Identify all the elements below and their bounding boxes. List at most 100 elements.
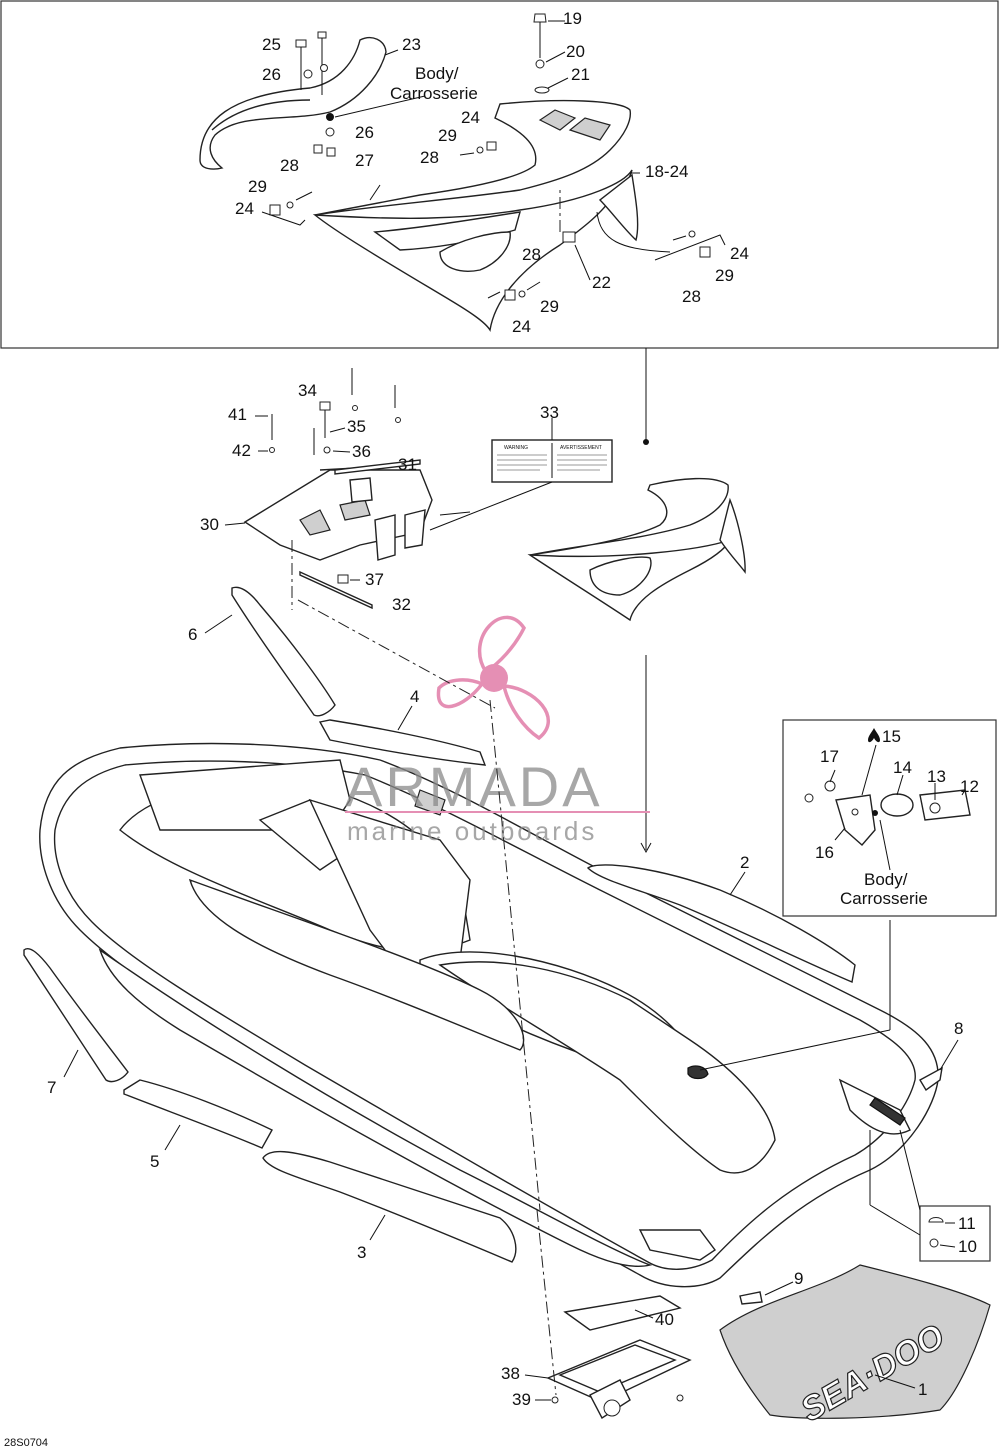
top-inset-frame xyxy=(0,0,999,349)
callout-9: 9 xyxy=(794,1269,803,1288)
callout-23: 23 xyxy=(402,35,421,54)
nut-37-icon xyxy=(337,574,349,584)
callout-6: 6 xyxy=(188,625,197,644)
part-32-strip xyxy=(299,570,373,610)
callout-28b: 28 xyxy=(420,148,439,167)
callout-21: 21 xyxy=(571,65,590,84)
callout-28c: 28 xyxy=(522,245,541,264)
part-8-decal xyxy=(919,1066,943,1092)
propeller-logo-icon xyxy=(436,615,551,741)
nut-22-icon xyxy=(562,231,576,243)
callout-7: 7 xyxy=(47,1078,56,1097)
callout-39: 39 xyxy=(512,1390,531,1409)
callout-20: 20 xyxy=(566,42,585,61)
callout-13: 13 xyxy=(927,767,946,786)
callout-24d: 24 xyxy=(730,244,749,263)
bolt-25-icon xyxy=(295,39,307,48)
callout-40: 40 xyxy=(655,1310,674,1329)
body-note-inset-line2: Carrosserie xyxy=(840,889,928,908)
callout-12: 12 xyxy=(960,777,979,796)
callout-29a: 29 xyxy=(248,177,267,196)
callout-22: 22 xyxy=(592,273,611,292)
part-4-pad xyxy=(318,719,487,766)
part-18-storage-cover xyxy=(312,99,639,332)
callout-36: 36 xyxy=(352,442,371,461)
callout-29b: 29 xyxy=(438,126,457,145)
callout-2: 2 xyxy=(740,853,749,872)
body-note-inset-line1: Body/ xyxy=(864,870,908,889)
part-40-seal xyxy=(563,1295,682,1331)
washer-20-icon xyxy=(535,59,545,69)
part-31-strip xyxy=(334,459,421,475)
part-38-footwell-tray xyxy=(546,1339,692,1420)
warning-heading-en: WARNING xyxy=(504,445,528,451)
callout-32: 32 xyxy=(392,595,411,614)
callout-17: 17 xyxy=(820,747,839,766)
deck-hull xyxy=(39,742,939,1288)
callout-41: 41 xyxy=(228,405,247,424)
callout-24b: 24 xyxy=(461,108,480,127)
callout-10: 10 xyxy=(958,1237,977,1256)
part-2-pad xyxy=(586,864,856,983)
warning-heading-fr: AVERTISSEMENT xyxy=(560,445,602,451)
body-attach-point-icon xyxy=(326,113,334,121)
callout-25: 25 xyxy=(262,35,281,54)
callout-5: 5 xyxy=(150,1152,159,1171)
part-33-warning-label: WARNING AVERTISSEMENT xyxy=(429,418,613,531)
watermark-tagline: marine outboards xyxy=(347,816,597,846)
part-6-pad xyxy=(231,586,336,717)
part-16-bracket xyxy=(835,794,876,846)
washer-26-icon xyxy=(303,69,313,79)
part-14-gasket xyxy=(880,793,914,817)
callout-11: 11 xyxy=(958,1214,976,1233)
part-13-pin xyxy=(929,802,941,814)
part-1-decal: SEA·DOO xyxy=(719,1264,991,1430)
callout-34: 34 xyxy=(298,381,317,400)
drawing-code: 28S0704 xyxy=(4,1437,48,1449)
part-30-storage-plate xyxy=(243,464,433,561)
rivet-11-icon xyxy=(928,1217,944,1223)
callout-4: 4 xyxy=(410,687,419,706)
callout-28a: 28 xyxy=(280,156,299,175)
body-note-top-line2: Carrosserie xyxy=(390,84,478,103)
loctite-drop-icon xyxy=(868,728,880,743)
armada-watermark: ARMADA marine outboards xyxy=(345,615,650,846)
callout-30: 30 xyxy=(200,515,219,534)
part-7-pad xyxy=(23,948,129,1083)
callout-15: 15 xyxy=(882,727,901,746)
callout-38: 38 xyxy=(501,1364,520,1383)
right-inset-frame xyxy=(782,719,997,917)
callout-18-24: 18-24 xyxy=(645,162,688,181)
watermark-brand: ARMADA xyxy=(345,755,603,818)
callout-1: 1 xyxy=(918,1380,927,1399)
callout-16: 16 xyxy=(815,843,834,862)
callout-26a: 26 xyxy=(262,65,281,84)
callout-33: 33 xyxy=(540,403,559,422)
rivet-10-icon xyxy=(929,1238,939,1248)
centerline-dash xyxy=(536,1209,557,1396)
callout-27: 27 xyxy=(355,151,374,170)
callout-31: 31 xyxy=(398,455,417,474)
callout-29d: 29 xyxy=(715,266,734,285)
top-fasteners xyxy=(261,13,726,301)
callout-37: 37 xyxy=(365,570,384,589)
callout-8: 8 xyxy=(954,1019,963,1038)
middle-fasteners xyxy=(269,368,401,610)
right-inset-parts xyxy=(804,728,971,871)
part-3-pad xyxy=(262,1150,517,1263)
fastener-box-10-11 xyxy=(919,1205,991,1262)
callout-24a: 24 xyxy=(235,199,254,218)
part-18-storage-cover-small xyxy=(527,477,746,622)
callout-19: 19 xyxy=(563,9,582,28)
washer-21-icon xyxy=(534,86,550,94)
callout-35: 35 xyxy=(347,417,366,436)
callout-28d: 28 xyxy=(682,287,701,306)
part-23-handle xyxy=(199,36,387,170)
callout-3: 3 xyxy=(357,1243,366,1262)
part-17-nut xyxy=(824,780,836,792)
callout-24c: 24 xyxy=(512,317,531,336)
screw-19-icon xyxy=(533,13,547,23)
callout-14: 14 xyxy=(893,758,912,777)
callout-26b: 26 xyxy=(355,123,374,142)
